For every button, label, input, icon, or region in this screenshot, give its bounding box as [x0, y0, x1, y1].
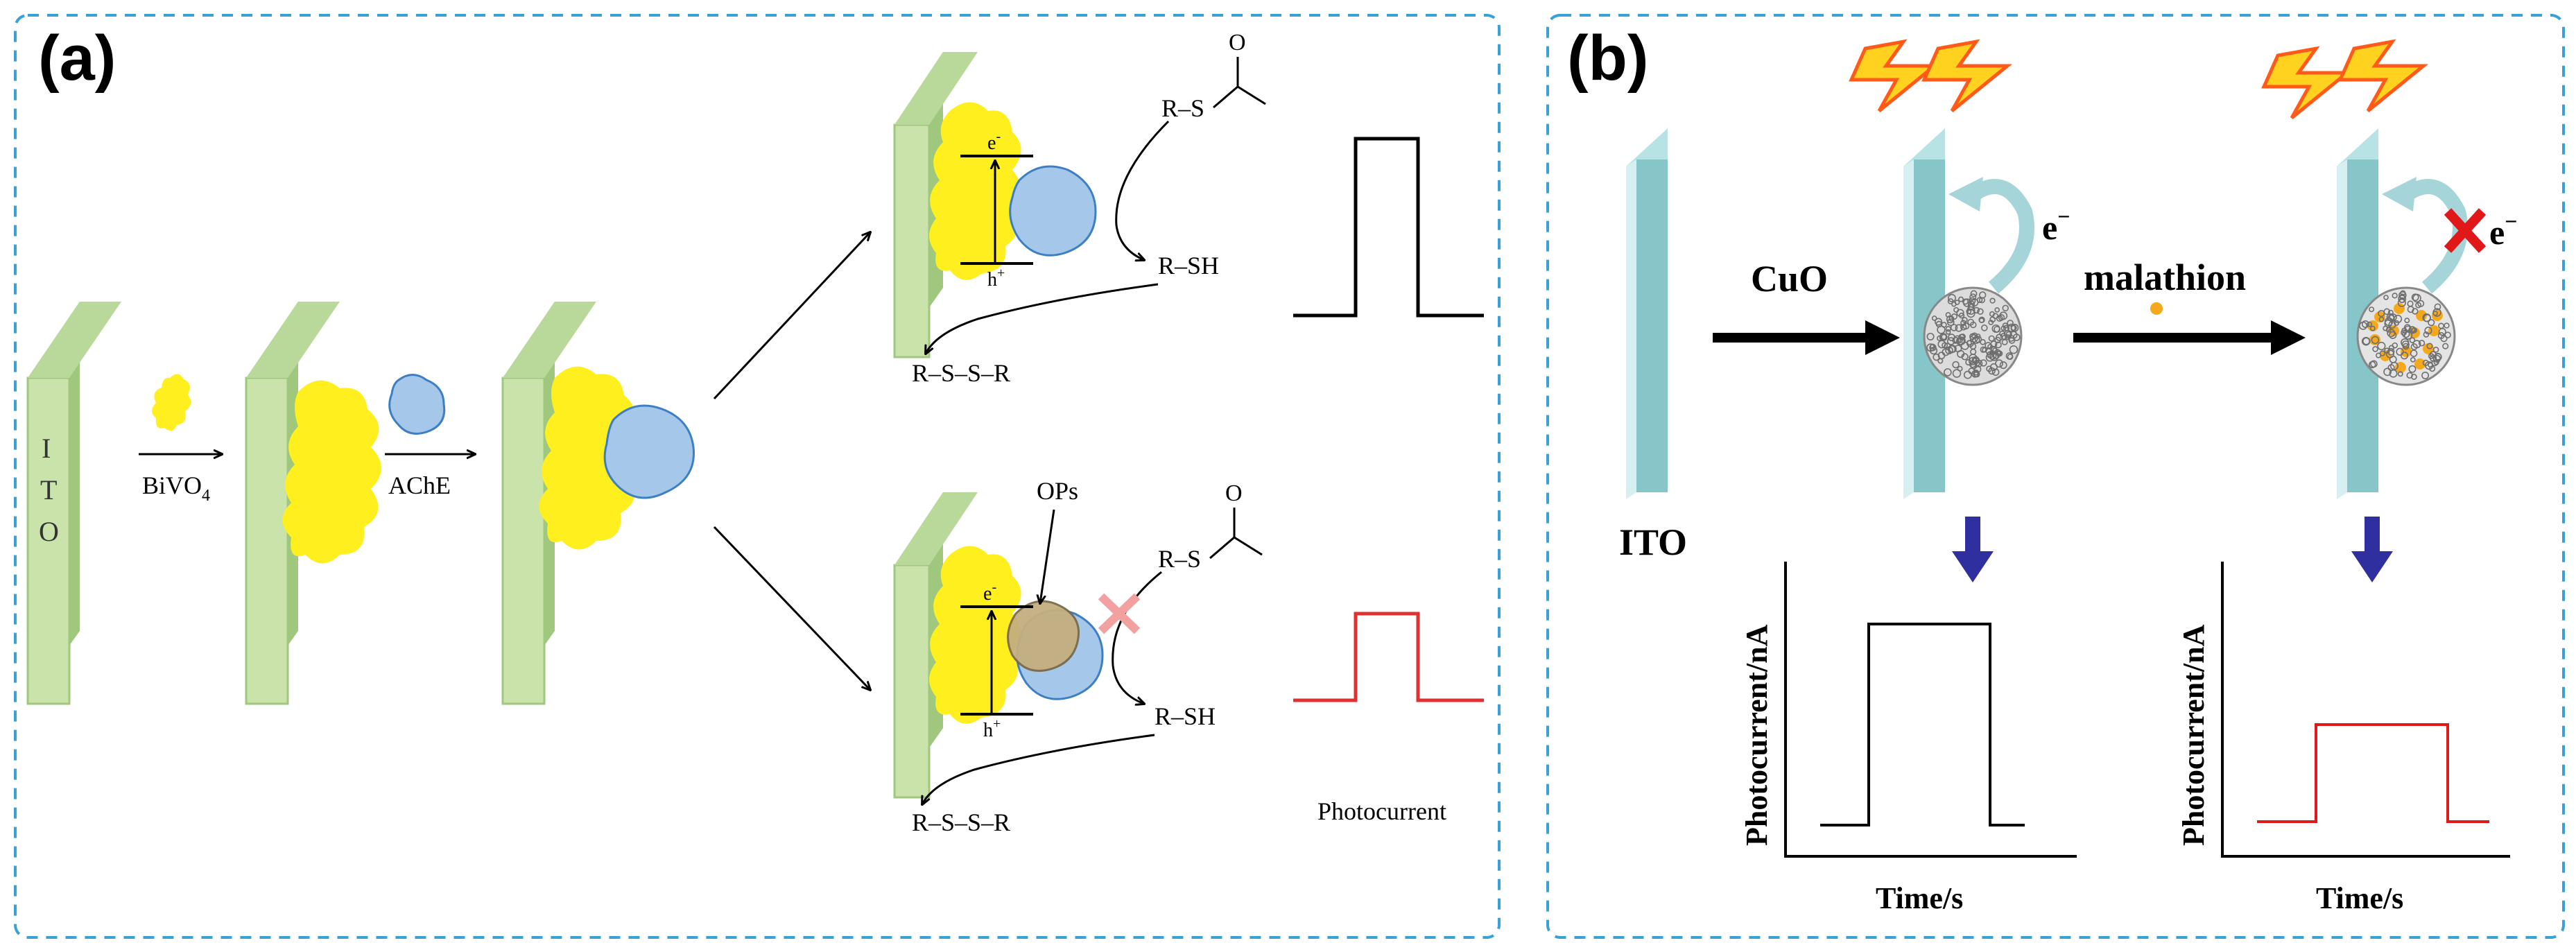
lightning-icon: [1849, 39, 1940, 112]
lightning-icon: [2337, 39, 2429, 112]
electrode-top: [893, 52, 1097, 358]
plot-right: [2221, 562, 2510, 858]
bottom-oxidation-arrow: [922, 734, 1155, 804]
ache-particle: [388, 374, 446, 435]
top-oxidation-arrow: [926, 283, 1159, 354]
ito-label: ITO: [1619, 521, 1687, 563]
bottom-photocurrent-pulse: [1293, 612, 1484, 702]
ito-glass: [1626, 128, 1668, 499]
plot-left-ylabel: Photocurrent/nA: [1740, 624, 1774, 846]
malathion-molecule: [2374, 311, 2385, 322]
nanoparticle-texture: [2358, 290, 2451, 380]
malathion-arrow-head: [2271, 320, 2306, 355]
blocked-cross-icon: [1098, 593, 1141, 634]
top-acetyl-bond2: [1237, 85, 1266, 105]
branch-arrow-down: [713, 526, 870, 690]
blocked-cross-icon: [2444, 208, 2487, 253]
bottom-hydrolysis-arrow: [1112, 571, 1162, 704]
bottom-hole-label: h+: [983, 716, 1001, 741]
plot-right-xlabel: Time/s: [2316, 881, 2403, 915]
malathion-molecule: [2414, 358, 2426, 370]
down-arrow-icon: [2351, 517, 2393, 582]
malathion-molecule: [2394, 303, 2405, 314]
top-oxygen: O: [1229, 30, 1246, 55]
bottom-thiol: R–SH: [1155, 702, 1216, 730]
top-substrate: R–S: [1161, 94, 1204, 122]
top-hydrolysis-arrow: [1115, 120, 1170, 260]
electrode-bivo4-ache: [501, 302, 695, 705]
plot-left: [1784, 562, 2077, 858]
bivo4-particle: [152, 374, 191, 431]
step2-label: AChE: [388, 471, 451, 499]
top-photocurrent-pulse: [1293, 137, 1484, 318]
malathion-molecule: [2428, 325, 2439, 336]
malathion-molecule: [2432, 310, 2443, 321]
ito-letter-t: T: [40, 474, 57, 505]
ito-letter-i: I: [42, 433, 51, 464]
top-thiol: R–SH: [1158, 252, 1219, 279]
bottom-acetyl-bond2: [1234, 536, 1263, 556]
bottom-substrate: R–S: [1158, 545, 1201, 573]
plot-left-trace: [1820, 623, 2025, 826]
electrode-bivo4: [245, 302, 381, 705]
panel-a-frame: [14, 14, 1501, 939]
nanoparticle-texture: [1926, 290, 2021, 379]
top-acetyl-bond1: [1213, 85, 1238, 109]
cuo-electron-label: e−: [2042, 204, 2070, 247]
cuo-label: CuO: [1751, 258, 1828, 300]
malathion-electron-label: e−: [2489, 209, 2517, 252]
bottom-acetyl-bond1: [1209, 536, 1235, 560]
malathion-electron-arrowhead: [2382, 177, 2417, 211]
malathion-electron-return-arrow: [2398, 179, 2468, 294]
plot-right-ylabel: Photocurrent/nA: [2177, 624, 2211, 846]
top-electron-label: e-: [987, 129, 1001, 154]
ops-pointer-arrow: [1040, 509, 1055, 603]
bottom-disulfide: R–S–S–R: [912, 808, 1010, 836]
photocurrent-caption: Photocurrent: [1317, 797, 1446, 825]
ito-letter-o: O: [39, 516, 59, 547]
malathion-dot: [2150, 302, 2163, 315]
cuo-electron-arrowhead: [1948, 177, 1983, 211]
malathion-molecule: [2401, 346, 2412, 357]
malathion-label: malathion: [2084, 257, 2246, 298]
branch-arrow-up: [713, 232, 870, 400]
step1-label: BiVO4: [142, 471, 210, 505]
down-arrow-icon: [1952, 517, 1994, 582]
panel-b-label: (b): [1567, 23, 1648, 94]
ops-label: OPs: [1037, 477, 1078, 505]
cuo-glass: [1903, 128, 1945, 499]
ito-electrode: [26, 302, 121, 705]
bottom-oxygen: O: [1225, 481, 1243, 506]
panel-a-label: (a): [38, 23, 116, 94]
lightning-icon: [1921, 39, 2013, 112]
top-disulfide: R–S–S–R: [912, 359, 1010, 387]
electrode-bottom: [893, 492, 1104, 799]
top-hole-label: h+: [987, 266, 1005, 291]
lightning-icon: [2261, 46, 2353, 119]
cuo-arrow-head: [1865, 320, 1900, 355]
plot-right-trace: [2257, 723, 2489, 823]
bottom-electron-label: e-: [983, 580, 996, 605]
panel-b-frame: [1546, 14, 2565, 939]
plot-left-xlabel: Time/s: [1876, 881, 1963, 915]
cuo-electron-return-arrow: [1964, 179, 2034, 294]
